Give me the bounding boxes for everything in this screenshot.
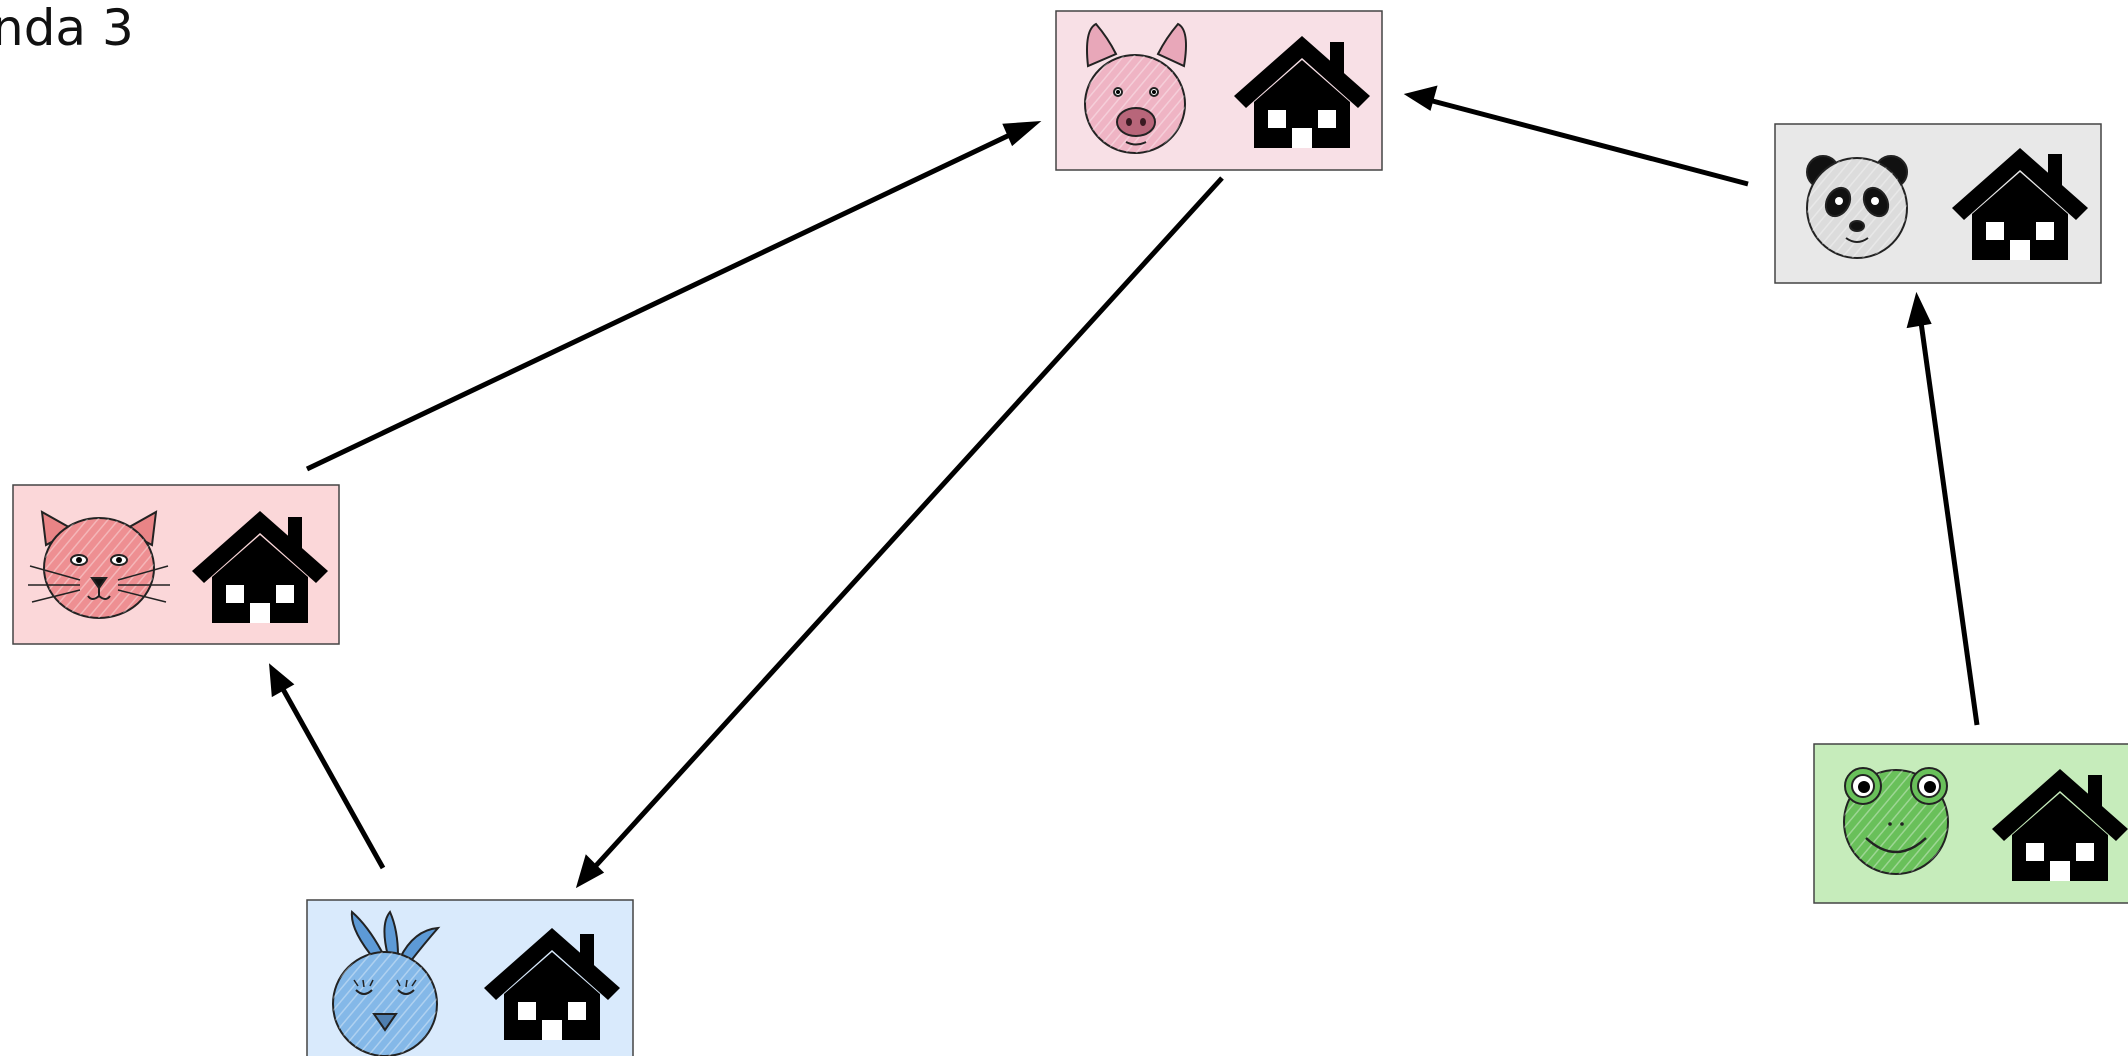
arrow-panda-to-pig bbox=[1403, 85, 1749, 187]
node-cat bbox=[12, 484, 340, 645]
pig-face-icon bbox=[1084, 22, 1187, 154]
node-frog bbox=[1813, 743, 2128, 904]
edges bbox=[269, 85, 1980, 889]
panda-face-icon bbox=[1806, 155, 1908, 259]
arrow-bird-to-cat bbox=[269, 663, 386, 870]
slide-title: nda 3 bbox=[0, 0, 134, 57]
arrow-frog-to-panda bbox=[1906, 291, 1980, 726]
cat-face-icon bbox=[28, 510, 170, 619]
frog-face-icon bbox=[1843, 767, 1949, 875]
arrow-cat-to-pig bbox=[305, 120, 1042, 472]
arrow-pig-to-bird bbox=[575, 176, 1224, 889]
node-bird bbox=[306, 899, 634, 1056]
bird-face-icon bbox=[332, 909, 441, 1056]
node-pig bbox=[1055, 10, 1383, 171]
node-panda bbox=[1774, 123, 2102, 284]
